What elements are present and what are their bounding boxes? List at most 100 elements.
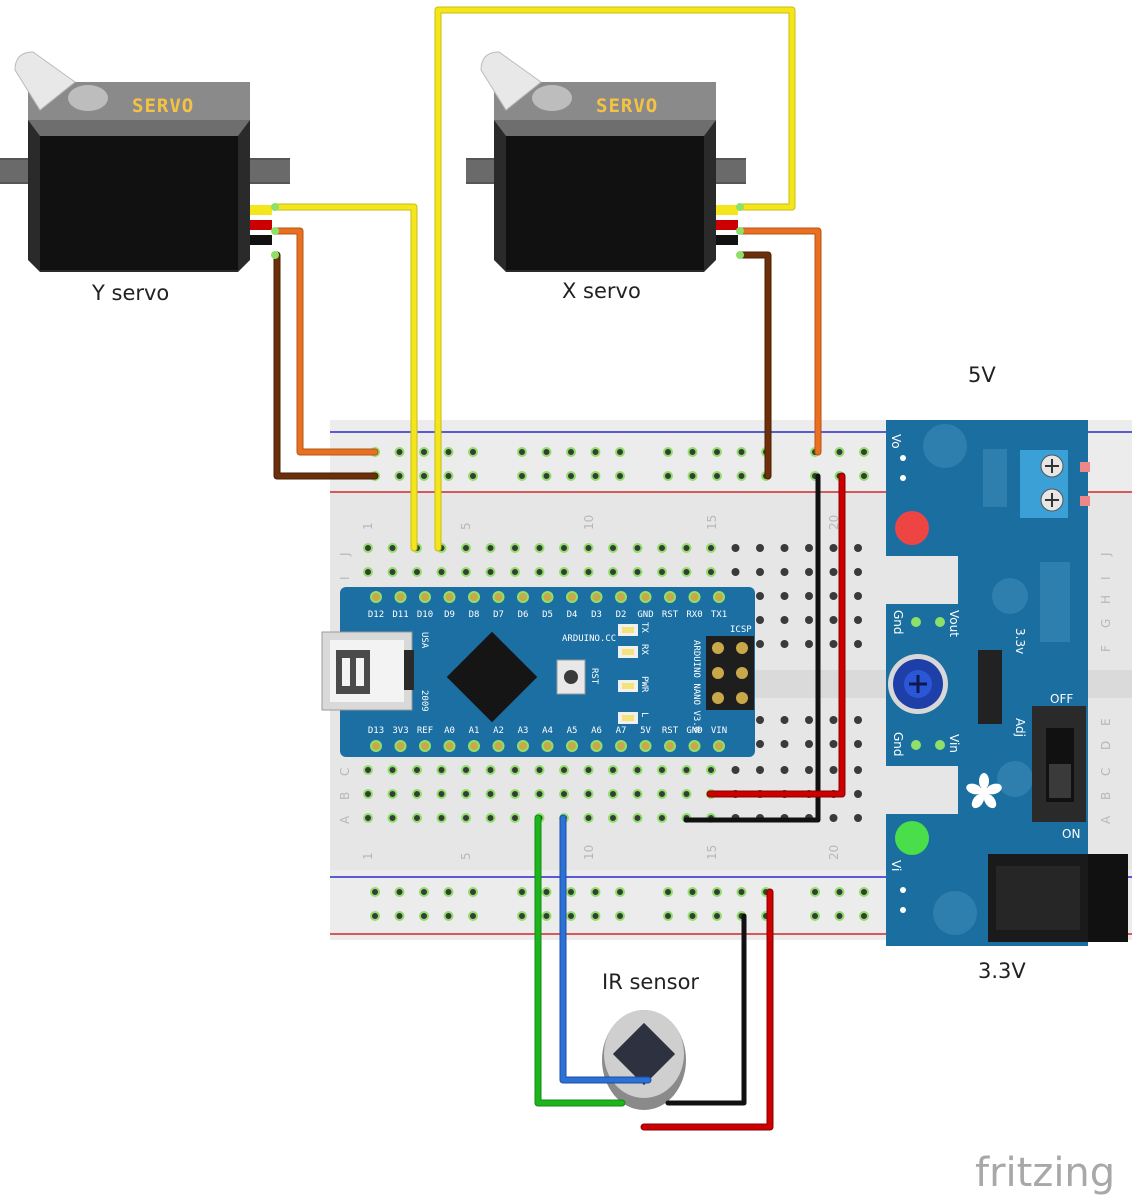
wire-x-servo-power <box>736 227 822 456</box>
nano-top-pin-label: D11 <box>392 610 408 620</box>
power-module: Vo Gnd Vout Gnd Vin Vi 3.3v Adj <box>886 420 1128 946</box>
arduino-model: ARDUINO NANO V3.0 <box>691 640 701 732</box>
nano-top-pin-label: D4 <box>567 610 578 620</box>
x-servo-label: X servo <box>562 279 641 303</box>
nano-bottom-pad-14 <box>713 740 725 752</box>
nano-top-pad-13 <box>688 591 701 603</box>
led-label-l: L <box>639 712 649 717</box>
nano-top-pin-label: D7 <box>493 610 504 620</box>
nano-bottom-pin-label: RST <box>662 726 679 736</box>
led-label-tx: TX <box>639 622 649 633</box>
nano-top-pad-10 <box>615 591 627 603</box>
terminal-block <box>1020 450 1090 518</box>
icsp-header <box>706 636 754 710</box>
nano-bottom-pad-13 <box>688 740 701 752</box>
row-letter-i: I <box>338 576 352 580</box>
y-servo: SERVO <box>0 51 290 272</box>
nano-bottom-pad-2 <box>419 740 431 752</box>
nano-bottom-pin-label: A1 <box>469 726 480 736</box>
nano-bottom-pad-4 <box>468 740 480 752</box>
off-label: OFF <box>1050 692 1073 706</box>
led-column <box>618 624 638 724</box>
servo-label-y: SERVO <box>132 95 194 117</box>
nano-bottom-pad-6 <box>517 740 529 752</box>
nano-top-pad-3 <box>443 591 456 603</box>
row-letter-e-right: E <box>1099 718 1113 726</box>
row-letter-a: A <box>338 815 352 824</box>
col-num-15-top: 15 <box>705 515 719 530</box>
nano-bottom-pad-10 <box>615 740 627 752</box>
wire-ir-ground <box>665 913 747 1106</box>
nano-bottom-pad-11 <box>639 740 652 752</box>
nano-top-pin-label: D8 <box>469 610 480 620</box>
on-label: ON <box>1062 827 1080 841</box>
nano-top-pin-label: D6 <box>518 610 529 620</box>
nano-bottom-pad-1 <box>394 740 407 752</box>
vo-label: Vo <box>889 434 903 449</box>
wires <box>271 6 846 1131</box>
row-letter-j-right: J <box>1099 552 1113 557</box>
nano-top-pad-9 <box>590 591 603 603</box>
nano-bottom-pin-label: A4 <box>542 726 553 736</box>
row-letter-g-right: G <box>1099 619 1113 628</box>
nano-top-pad-14 <box>713 591 725 603</box>
nano-bottom-pin-label: VIN <box>711 726 727 736</box>
x-servo: SERVO <box>466 51 746 272</box>
5v-label: 5V <box>968 363 996 387</box>
nano-top-pad-11 <box>639 591 652 603</box>
wire-gnd-rail-to-nano <box>683 473 821 823</box>
led-label-rx: RX <box>639 644 649 655</box>
power-led-green <box>895 821 929 855</box>
row-letter-i-right: I <box>1099 576 1113 580</box>
nano-top-pin-label: D12 <box>368 610 384 620</box>
nano-bottom-pin-label: REF <box>417 726 433 736</box>
adj-label: Adj <box>1013 718 1027 737</box>
col-num-15-bottom: 15 <box>705 845 719 860</box>
nano-bottom-pin-label: 3V3 <box>392 726 408 736</box>
col-num-20-bottom: 20 <box>827 845 841 860</box>
ir-sensor-label: IR sensor <box>602 970 699 994</box>
nano-bottom-pin-label: A3 <box>518 726 529 736</box>
nano-top-pad-12 <box>664 591 676 603</box>
nano-bottom-pin-label: GND <box>686 726 702 736</box>
row-letter-a-right: A <box>1099 815 1113 824</box>
power-switch[interactable] <box>1032 706 1086 822</box>
reset-button[interactable] <box>556 659 586 695</box>
adafruit-logo <box>966 773 1002 809</box>
voltage-select-switch[interactable] <box>978 650 1002 724</box>
col-num-1-top: 1 <box>361 522 375 530</box>
row-letter-b: B <box>338 792 352 800</box>
nano-top-pin-label: GND <box>637 610 653 620</box>
col-num-10-top: 10 <box>582 515 596 530</box>
potentiometer-knob[interactable] <box>888 654 948 714</box>
col-num-5-bottom: 5 <box>459 852 473 860</box>
fritzing-watermark: fritzing <box>975 1150 1115 1196</box>
nano-top-pad-8 <box>566 591 578 603</box>
nano-bottom-pad-5 <box>492 740 505 752</box>
rst-label: RST <box>589 668 599 685</box>
col-num-10-bottom: 10 <box>582 845 596 860</box>
vin-label: Vin <box>947 734 961 753</box>
col-num-5-top: 5 <box>459 522 473 530</box>
nano-bottom-pin-label: D13 <box>368 726 384 736</box>
usa-label: USA <box>419 632 429 649</box>
nano-top-pin-label: TX1 <box>711 610 727 620</box>
nano-top-pad-7 <box>541 591 554 603</box>
nano-top-pin-label: D2 <box>616 610 627 620</box>
nano-bottom-pad-0 <box>370 740 382 752</box>
v33-adj-label: 3.3v <box>1013 628 1027 654</box>
nano-top-pin-label: D3 <box>591 610 602 620</box>
year-label: 2009 <box>419 690 429 712</box>
nano-bottom-pad-12 <box>664 740 676 752</box>
gnd-label-top: Gnd <box>891 610 905 635</box>
arduino-nano: RST TX RX PWR L ARDUINO.CC ARDUINO NANO … <box>321 587 755 757</box>
col-num-20-top: 20 <box>827 515 841 530</box>
nano-top-pad-4 <box>468 591 480 603</box>
nano-bottom-pin-label: A2 <box>493 726 504 736</box>
col-num-1-bottom: 1 <box>361 852 375 860</box>
nano-bottom-pin-label: A0 <box>444 726 455 736</box>
nano-bottom-pin-label: A6 <box>591 726 602 736</box>
row-letter-b-right: B <box>1099 792 1113 800</box>
row-letter-c-right: C <box>1099 768 1113 776</box>
